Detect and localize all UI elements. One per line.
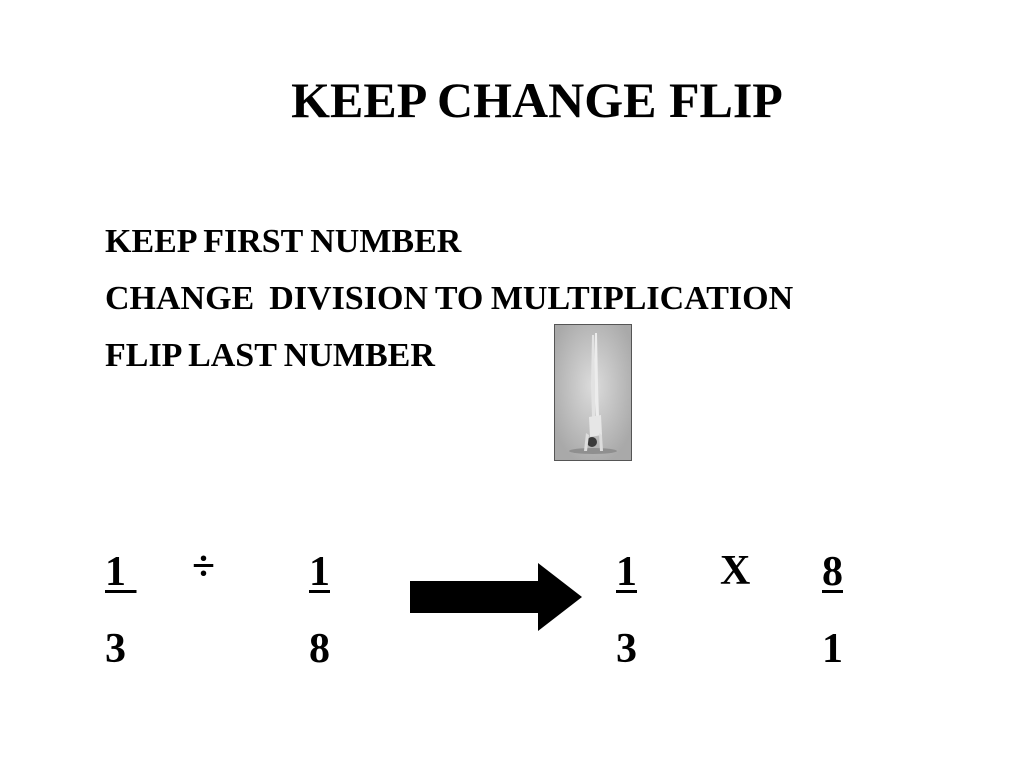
handstand-figure-icon xyxy=(555,325,631,460)
divide-symbol: ÷ xyxy=(192,544,216,590)
left-fraction-2-numerator: 1 xyxy=(309,549,330,595)
multiply-symbol: X xyxy=(720,548,751,594)
right-fraction-1-numerator: 1 xyxy=(616,549,637,595)
rules-list: KEEP FIRST NUMBER CHANGE DIVISION TO MUL… xyxy=(105,213,793,384)
right-fraction-2-numerator: 8 xyxy=(822,549,843,595)
slide-title: KEEP CHANGE FLIP xyxy=(291,72,783,128)
rule-change: CHANGE DIVISION TO MULTIPLICATION xyxy=(105,280,794,317)
left-fraction-1-numerator: 1 xyxy=(105,549,137,595)
left-fraction-2-denominator: 8 xyxy=(309,626,330,672)
rule-flip: FLIP LAST NUMBER xyxy=(105,337,435,374)
right-fraction-1-denominator: 3 xyxy=(616,626,637,672)
rule-keep: KEEP FIRST NUMBER xyxy=(105,223,462,260)
left-fraction-1-denominator: 3 xyxy=(105,626,126,672)
right-fraction-2-denominator: 1 xyxy=(822,626,843,672)
right-arrow-icon xyxy=(410,563,582,631)
handstand-photo xyxy=(554,324,632,461)
